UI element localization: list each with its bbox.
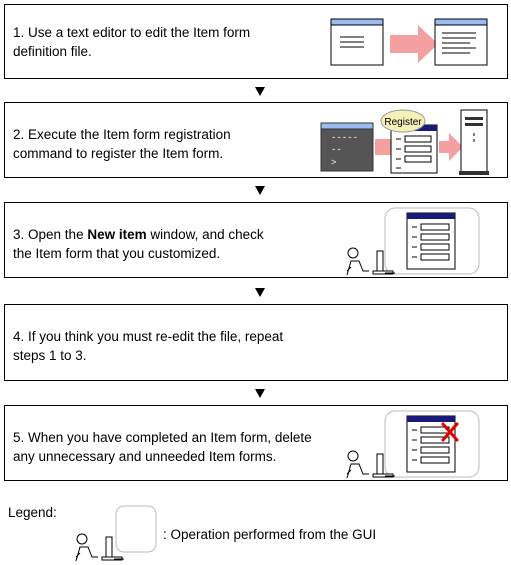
delete-x-icon — [441, 422, 459, 442]
step-3-text: 3. Open the New item window, and check t… — [13, 227, 264, 261]
svg-text:-----: ----- — [331, 133, 358, 143]
terminal-icon — [320, 122, 374, 172]
legend-gui-description: : Operation performed from the GUI — [163, 527, 377, 542]
svg-text:--: -- — [331, 145, 342, 155]
pink-arrow-icon — [390, 25, 438, 63]
step-2-box: 2. Execute the Item form registration co… — [4, 102, 508, 178]
edited-file-icon — [434, 18, 488, 66]
pink-arrow-icon — [439, 133, 463, 161]
legend-gui-icon — [75, 505, 157, 562]
user-at-pc-icon — [346, 247, 395, 276]
legend-label: Legend: — [8, 505, 57, 520]
step-4-box: 4. If you think you must re-edit the fil… — [4, 304, 508, 381]
step-3-box: 3. Open the New item window, and check t… — [4, 202, 508, 278]
register-bubble — [380, 109, 426, 133]
step-4-text: 4. If you think you must re-edit the fil… — [13, 329, 284, 363]
gui-delete-icon — [346, 410, 480, 479]
step-5-text: 5. When you have completed an Item form,… — [13, 430, 312, 464]
user-at-pc-icon — [75, 533, 124, 562]
step-1-text: 1. Use a text editor to edit the Item fo… — [13, 25, 251, 59]
flow-arrow-3 — [255, 288, 265, 297]
register-label: Register — [384, 117, 422, 128]
register-command-icon: ----- -- > Register — [320, 109, 489, 175]
flow-arrow-1 — [255, 87, 265, 96]
gui-window-frame — [115, 505, 157, 553]
user-at-pc-icon — [346, 450, 395, 479]
item-form-icon — [406, 212, 456, 270]
step-1-box: 1. Use a text editor to edit the Item fo… — [4, 4, 508, 79]
step-2-text: 2. Execute the Item form registration co… — [13, 127, 231, 161]
item-form-icon — [406, 415, 456, 473]
svg-text:>: > — [331, 158, 336, 168]
step-5-box: 5. When you have completed an Item form,… — [4, 405, 508, 481]
edit-file-icon — [330, 18, 488, 66]
flow-arrow-4 — [255, 389, 265, 398]
flow-arrow-2 — [255, 186, 265, 195]
new-item-window-name: New item — [87, 227, 147, 242]
gui-check-icon — [346, 207, 480, 276]
